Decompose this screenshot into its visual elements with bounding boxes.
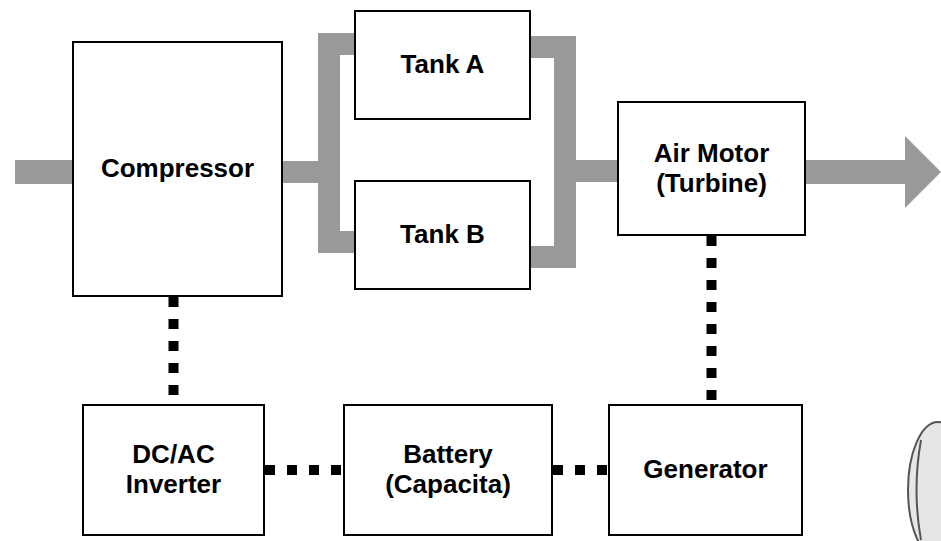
node-label: Air Motor (Turbine) [619,139,804,199]
connector-line [265,465,343,475]
outlet-band [799,160,906,184]
connector-line [531,47,617,171]
node-label: Generator [639,455,771,485]
outlet-arrowhead [905,136,941,208]
generator-box: Generator [608,404,803,536]
air-flow-connector [531,171,617,257]
node-label: Tank B [396,220,489,250]
partial-figure [908,422,941,541]
connector-line [169,297,179,404]
connector-line [553,465,608,475]
signal-connector [173,297,174,404]
connector-line [283,172,354,242]
air-flow-connector [283,44,354,172]
compressor-box: Compressor [72,41,283,297]
inlet-band [15,160,73,184]
air-flow-connector [283,172,354,242]
battery-box: Battery (Capacita) [343,404,553,536]
inverter-box: DC/AC Inverter [82,404,265,536]
air-motor-box: Air Motor (Turbine) [617,101,806,236]
node-label: Tank A [397,50,489,80]
signal-connector [265,470,343,471]
connector-line [531,171,617,257]
node-label: Compressor [97,154,258,184]
tank-box: Tank A [354,10,531,120]
node-label: DC/AC Inverter [84,440,263,500]
tank-box: Tank B [354,180,531,290]
node-label: Battery (Capacita) [345,440,551,500]
signal-connector [553,470,608,471]
partial-figure-line [917,440,922,540]
air-flow-connector [531,47,617,171]
connector-line [707,236,717,404]
connector-line [283,44,354,172]
signal-connector [711,236,712,404]
